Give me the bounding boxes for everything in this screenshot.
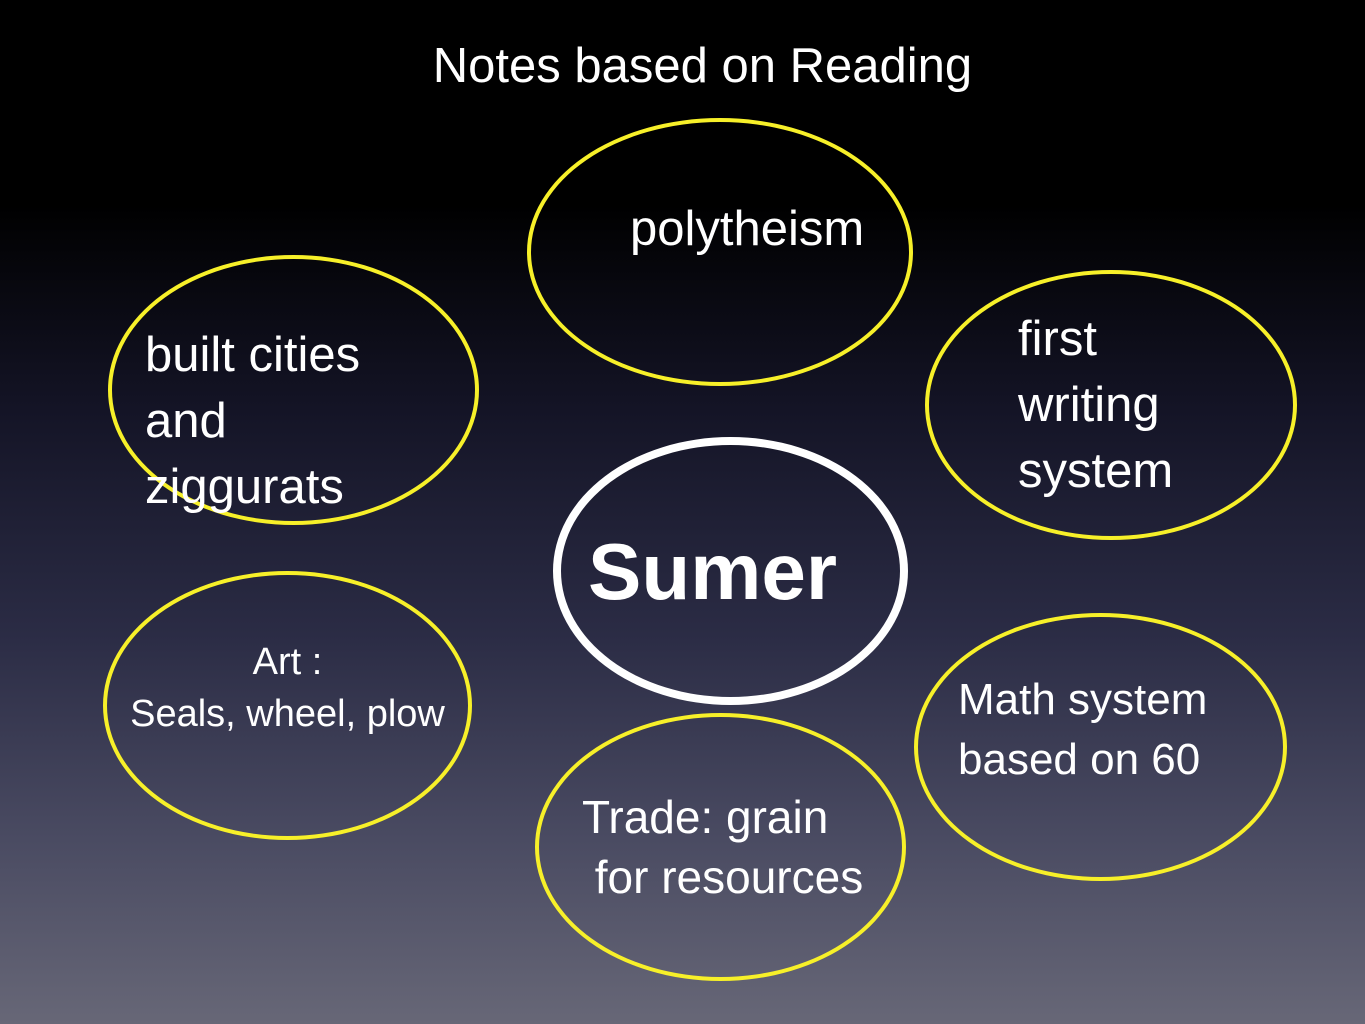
slide-title: Notes based on Reading [432,39,973,93]
bubble-cities [108,255,479,525]
label-cities: built cities and ziggurats [145,328,361,514]
center-label: Sumer [588,527,837,616]
label-math: Math system based on 60 [958,675,1208,784]
label-art: Art : Seals, wheel, plow [130,641,445,735]
label-trade: Trade: grain for resources [582,791,864,903]
bubble-polytheism [527,118,913,386]
label-writing: first writing system [1018,312,1174,498]
bubble-math [914,613,1287,881]
label-polytheism: polytheism [630,202,865,256]
bubble-trade [535,713,906,981]
bubble-writing [925,270,1297,540]
bubble-art [103,571,472,840]
center-bubble [553,437,908,705]
